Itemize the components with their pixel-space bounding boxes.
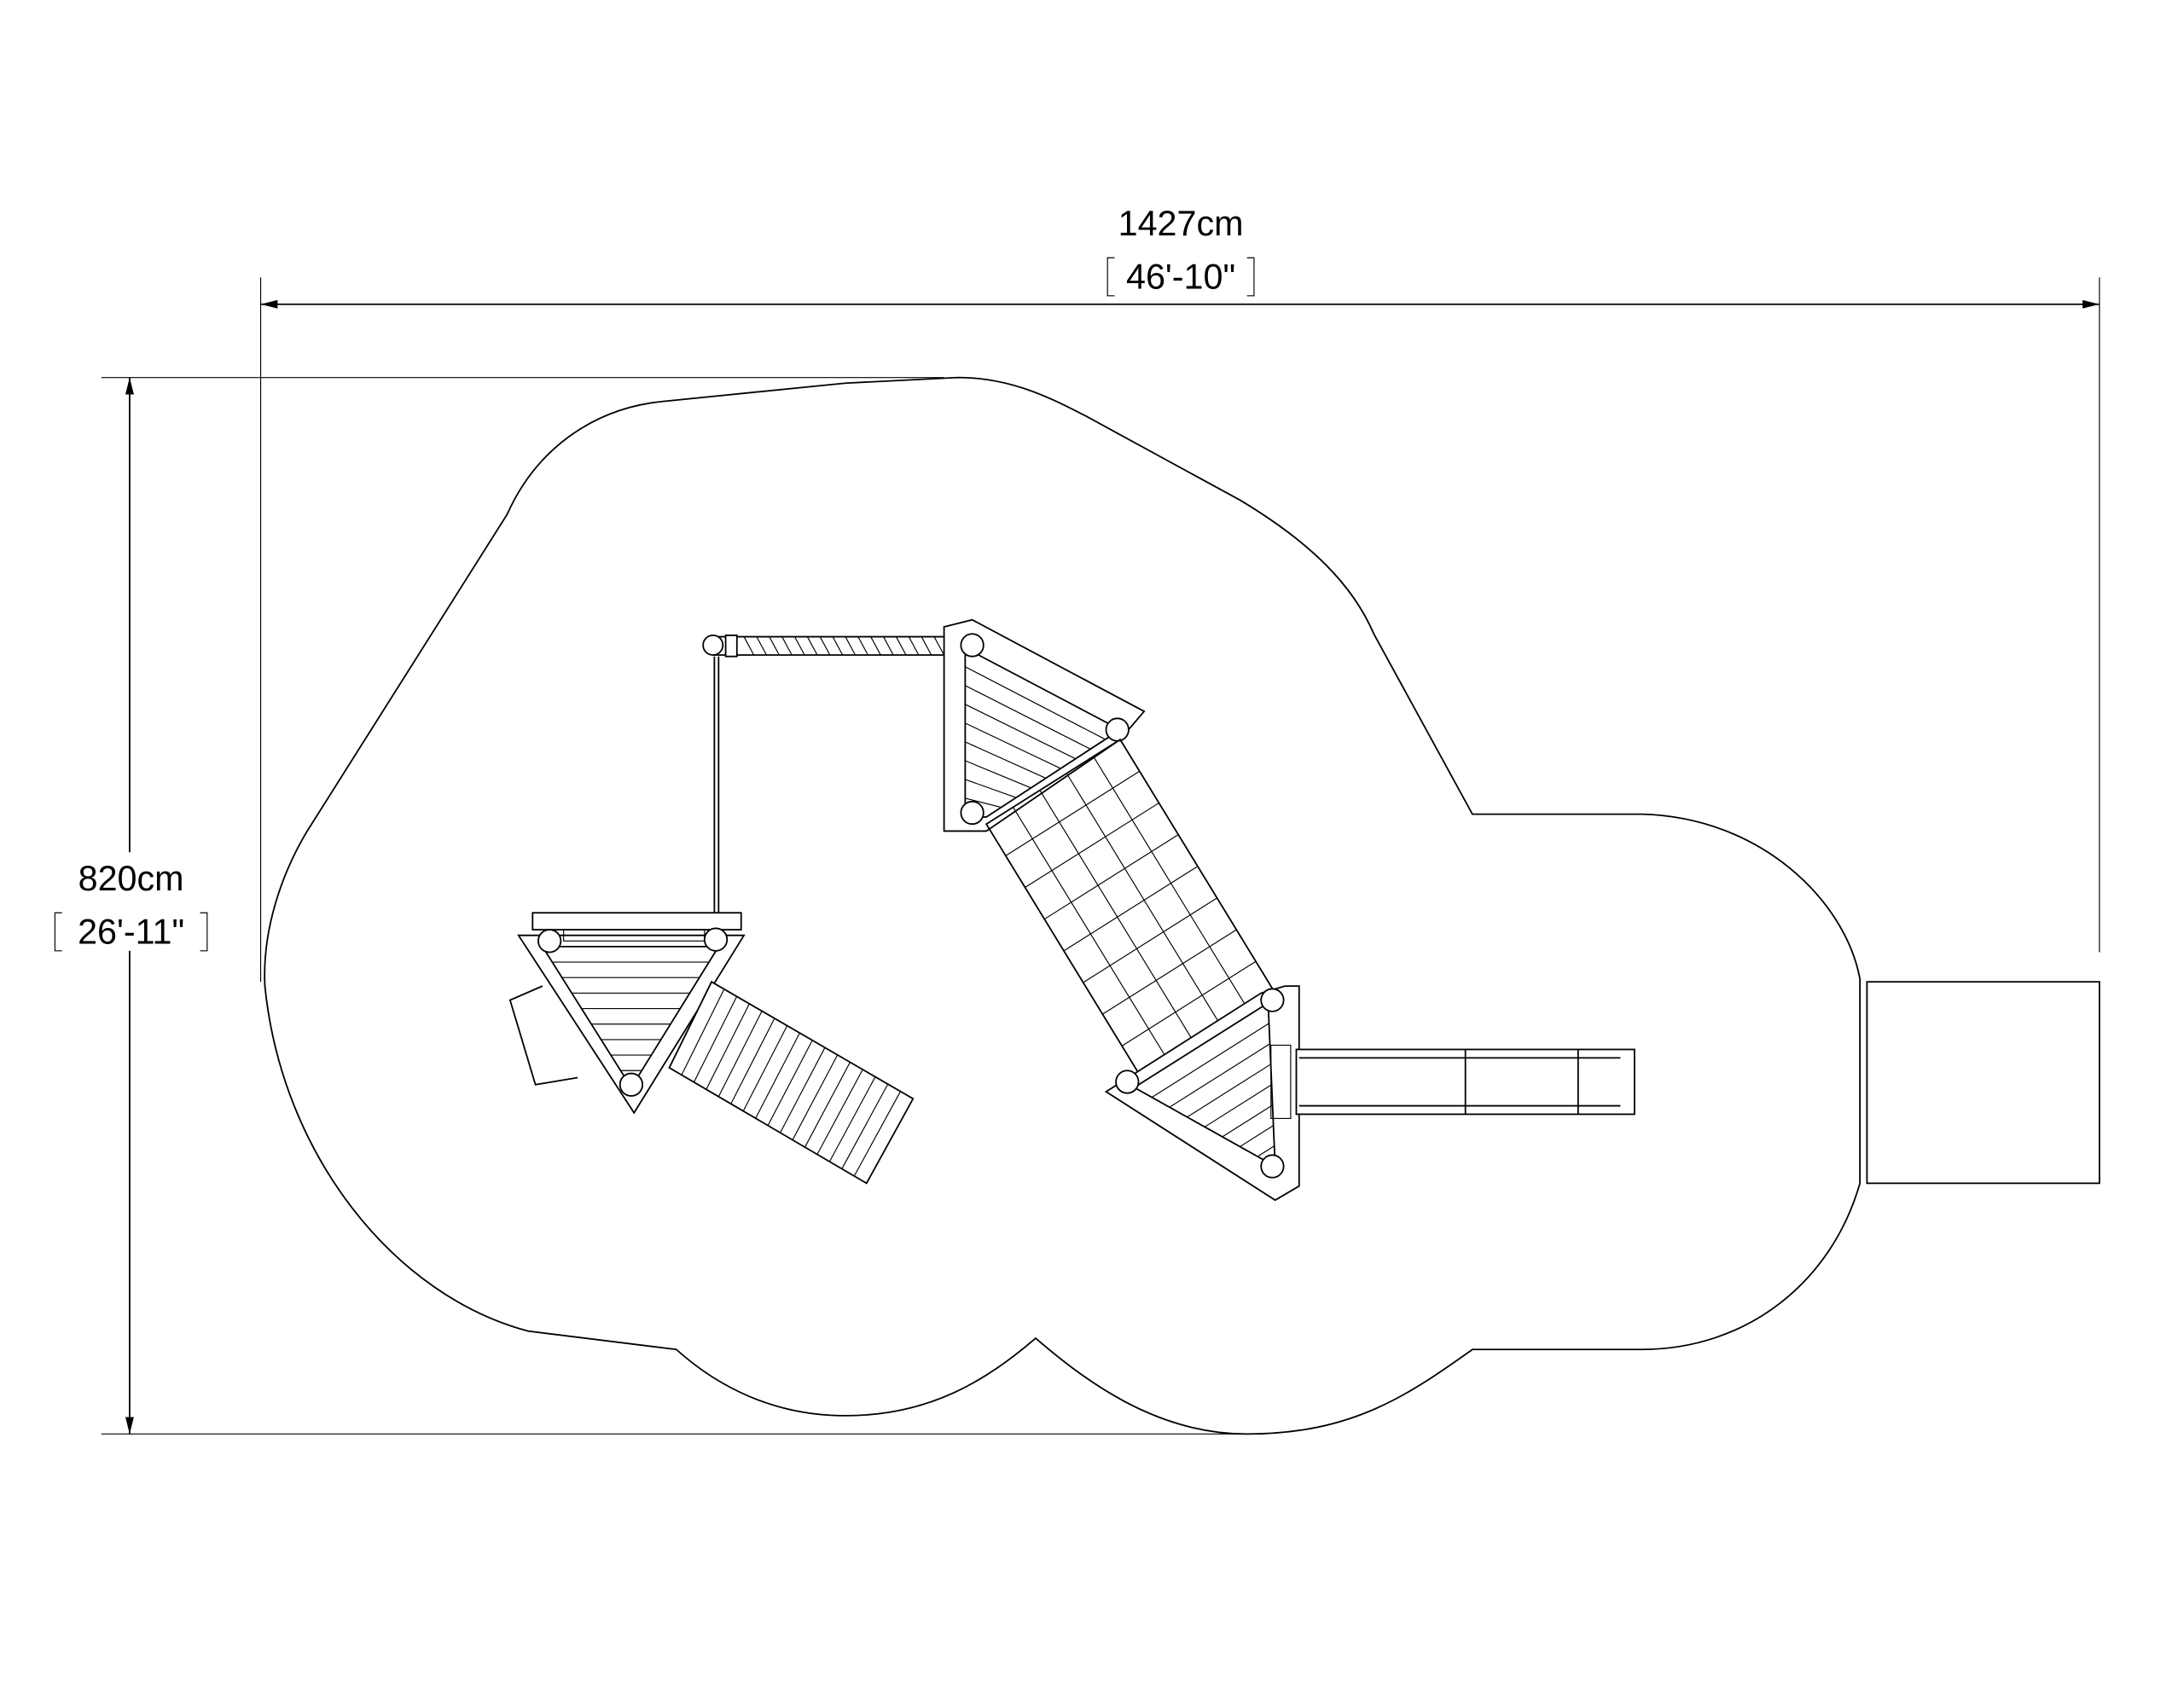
height-imperial-label: 26'-11" [78,913,184,952]
left-tower [508,912,746,1115]
rope-twist [756,636,767,656]
width-imperial-label: 46'-10" [1126,258,1235,297]
slide-rib [742,1025,788,1111]
rope-twist [819,636,831,656]
rope-twist [870,636,881,656]
width-dimension: 1427cm 46'-10" [259,204,2100,983]
slide-rib [730,1017,775,1104]
slide-rib [767,1040,813,1126]
rope-twist [832,636,844,656]
rope-twist [857,636,868,656]
deck-board [965,779,1017,798]
rope-twist [781,636,793,656]
deck-board [965,666,1106,740]
left-handrail [508,985,578,1086]
deck-board [1151,1023,1269,1099]
deck-board [1169,1043,1270,1108]
slide-rib [693,996,738,1083]
deck-board [1257,1145,1275,1157]
deck-board [965,722,1061,769]
deck-board [965,741,1047,779]
deck-board [965,760,1031,789]
rope-twist [895,636,907,656]
rope-bridge [702,634,959,913]
rope-twist [921,636,932,656]
rope-twist [794,636,805,656]
slide-rib [816,1069,863,1155]
left-slide [668,980,915,1185]
slide-rib [792,1054,839,1140]
net-strand [1063,866,1199,952]
deck-board [1187,1064,1271,1118]
safety-zone-outline [264,376,1862,1435]
net-strand [1005,770,1141,856]
slide-rib [706,1003,750,1090]
upper-platform [943,618,1146,832]
straight-slide [1270,1044,1635,1119]
rope-twist [845,636,857,656]
net-strand [1102,929,1237,1015]
deck-board [1240,1125,1274,1147]
rope-twist [769,636,780,656]
deck-board [965,704,1076,760]
rope-twist [743,636,755,656]
slide-rib [828,1076,876,1162]
deck-board [965,685,1091,750]
slide-rib [804,1062,851,1148]
slide-rib [681,988,725,1075]
rope-twist [933,636,945,656]
net-strand [1025,802,1159,889]
slide-rib [717,1011,763,1098]
deck-board [1222,1104,1273,1138]
height-dimension: 820cm 26'-11" [54,377,1247,1435]
right-platform [1104,985,1300,1202]
climbing-net [985,738,1276,1079]
net-strand [1083,897,1217,983]
rope-twist [806,636,818,656]
slide-rib [841,1083,889,1169]
rope-twist [883,636,894,656]
deck-board [1204,1084,1272,1128]
slide-rib [853,1091,901,1177]
deck-board [965,797,1002,809]
net-strand [1043,834,1179,920]
slide-rib [780,1047,826,1133]
slide-rib [755,1032,800,1119]
height-metric-label: 820cm [78,859,184,898]
width-metric-label: 1427cm [1118,204,1244,243]
rope-twist [908,636,920,656]
net-strand [1121,960,1257,1046]
slide-runout-zone [1866,981,2100,1185]
